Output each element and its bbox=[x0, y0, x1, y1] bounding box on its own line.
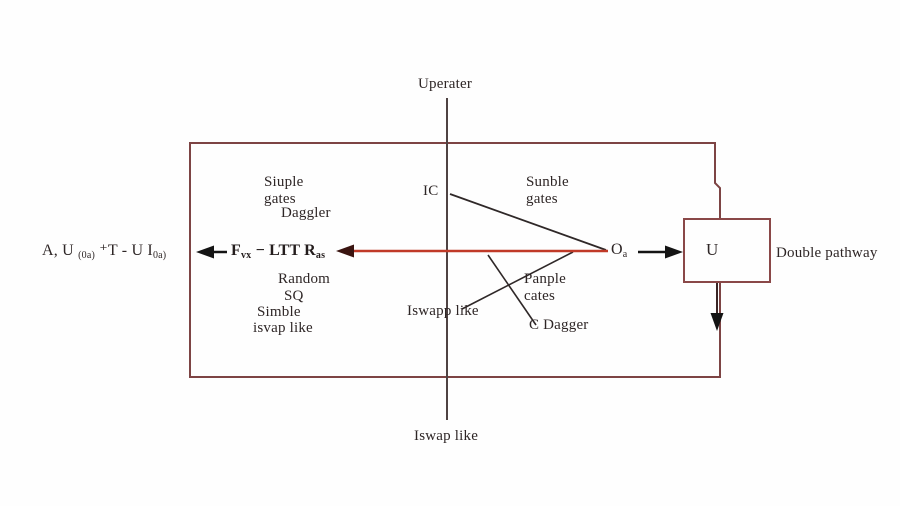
isvap-like-label: isvap like bbox=[253, 320, 313, 336]
c-dagger-label: C Dagger bbox=[529, 317, 589, 333]
random-label: Random bbox=[278, 271, 331, 287]
oa-node-label: Oa bbox=[611, 241, 627, 263]
simple-gates-line1: Siuple bbox=[264, 174, 304, 190]
left-formula: A, U (0a) ⁺T - U I0a) bbox=[42, 242, 166, 264]
u-box-label: U bbox=[706, 240, 719, 259]
sunble-gates-line2: gates bbox=[526, 191, 558, 207]
oa-to-iswapp-line bbox=[461, 251, 574, 310]
daggler-label: Daggler bbox=[281, 205, 331, 221]
panple-line2: cates bbox=[524, 288, 555, 304]
formula-sub1: (0a) bbox=[78, 250, 96, 261]
iswapp-like-label: Iswapp like bbox=[407, 303, 479, 319]
top-operator-label: Uperater bbox=[418, 76, 473, 92]
fvx-sub2: as bbox=[315, 250, 326, 261]
oa-subscript: a bbox=[622, 249, 628, 260]
simble-label: Simble bbox=[257, 304, 301, 320]
formula-part2: ⁺T - U I bbox=[95, 242, 153, 259]
ic-to-oa-line bbox=[449, 193, 607, 251]
oa-main: O bbox=[611, 241, 623, 258]
simple-gates-line2: gates bbox=[264, 191, 296, 207]
u-box bbox=[683, 218, 771, 283]
formula-sub2: 0a) bbox=[152, 250, 167, 261]
red-arrowhead bbox=[336, 244, 354, 258]
ic-label: IC bbox=[423, 183, 439, 199]
ubox-down-arrowhead bbox=[710, 313, 724, 331]
bottom-operator-label: Iswap like bbox=[414, 428, 479, 444]
panple-to-cdagger-line bbox=[487, 254, 537, 326]
oa-to-ubox-arrowhead bbox=[665, 245, 683, 259]
fvx-expression: Fvx − LTT Ras bbox=[231, 242, 325, 264]
formula-part1: A, U bbox=[42, 242, 79, 259]
fvx-part1: F bbox=[231, 242, 241, 259]
sq-label: SQ bbox=[284, 288, 304, 304]
fvx-sub1: vx bbox=[240, 250, 252, 261]
fvx-left-arrowhead bbox=[196, 245, 214, 259]
fvx-part2: − LTT R bbox=[251, 242, 316, 259]
panple-line1: Panple bbox=[524, 271, 567, 287]
outer-rectangle bbox=[189, 142, 721, 378]
double-pathway-label: Double pathway bbox=[776, 245, 878, 261]
sunble-gates-line1: Sunble bbox=[526, 174, 569, 190]
